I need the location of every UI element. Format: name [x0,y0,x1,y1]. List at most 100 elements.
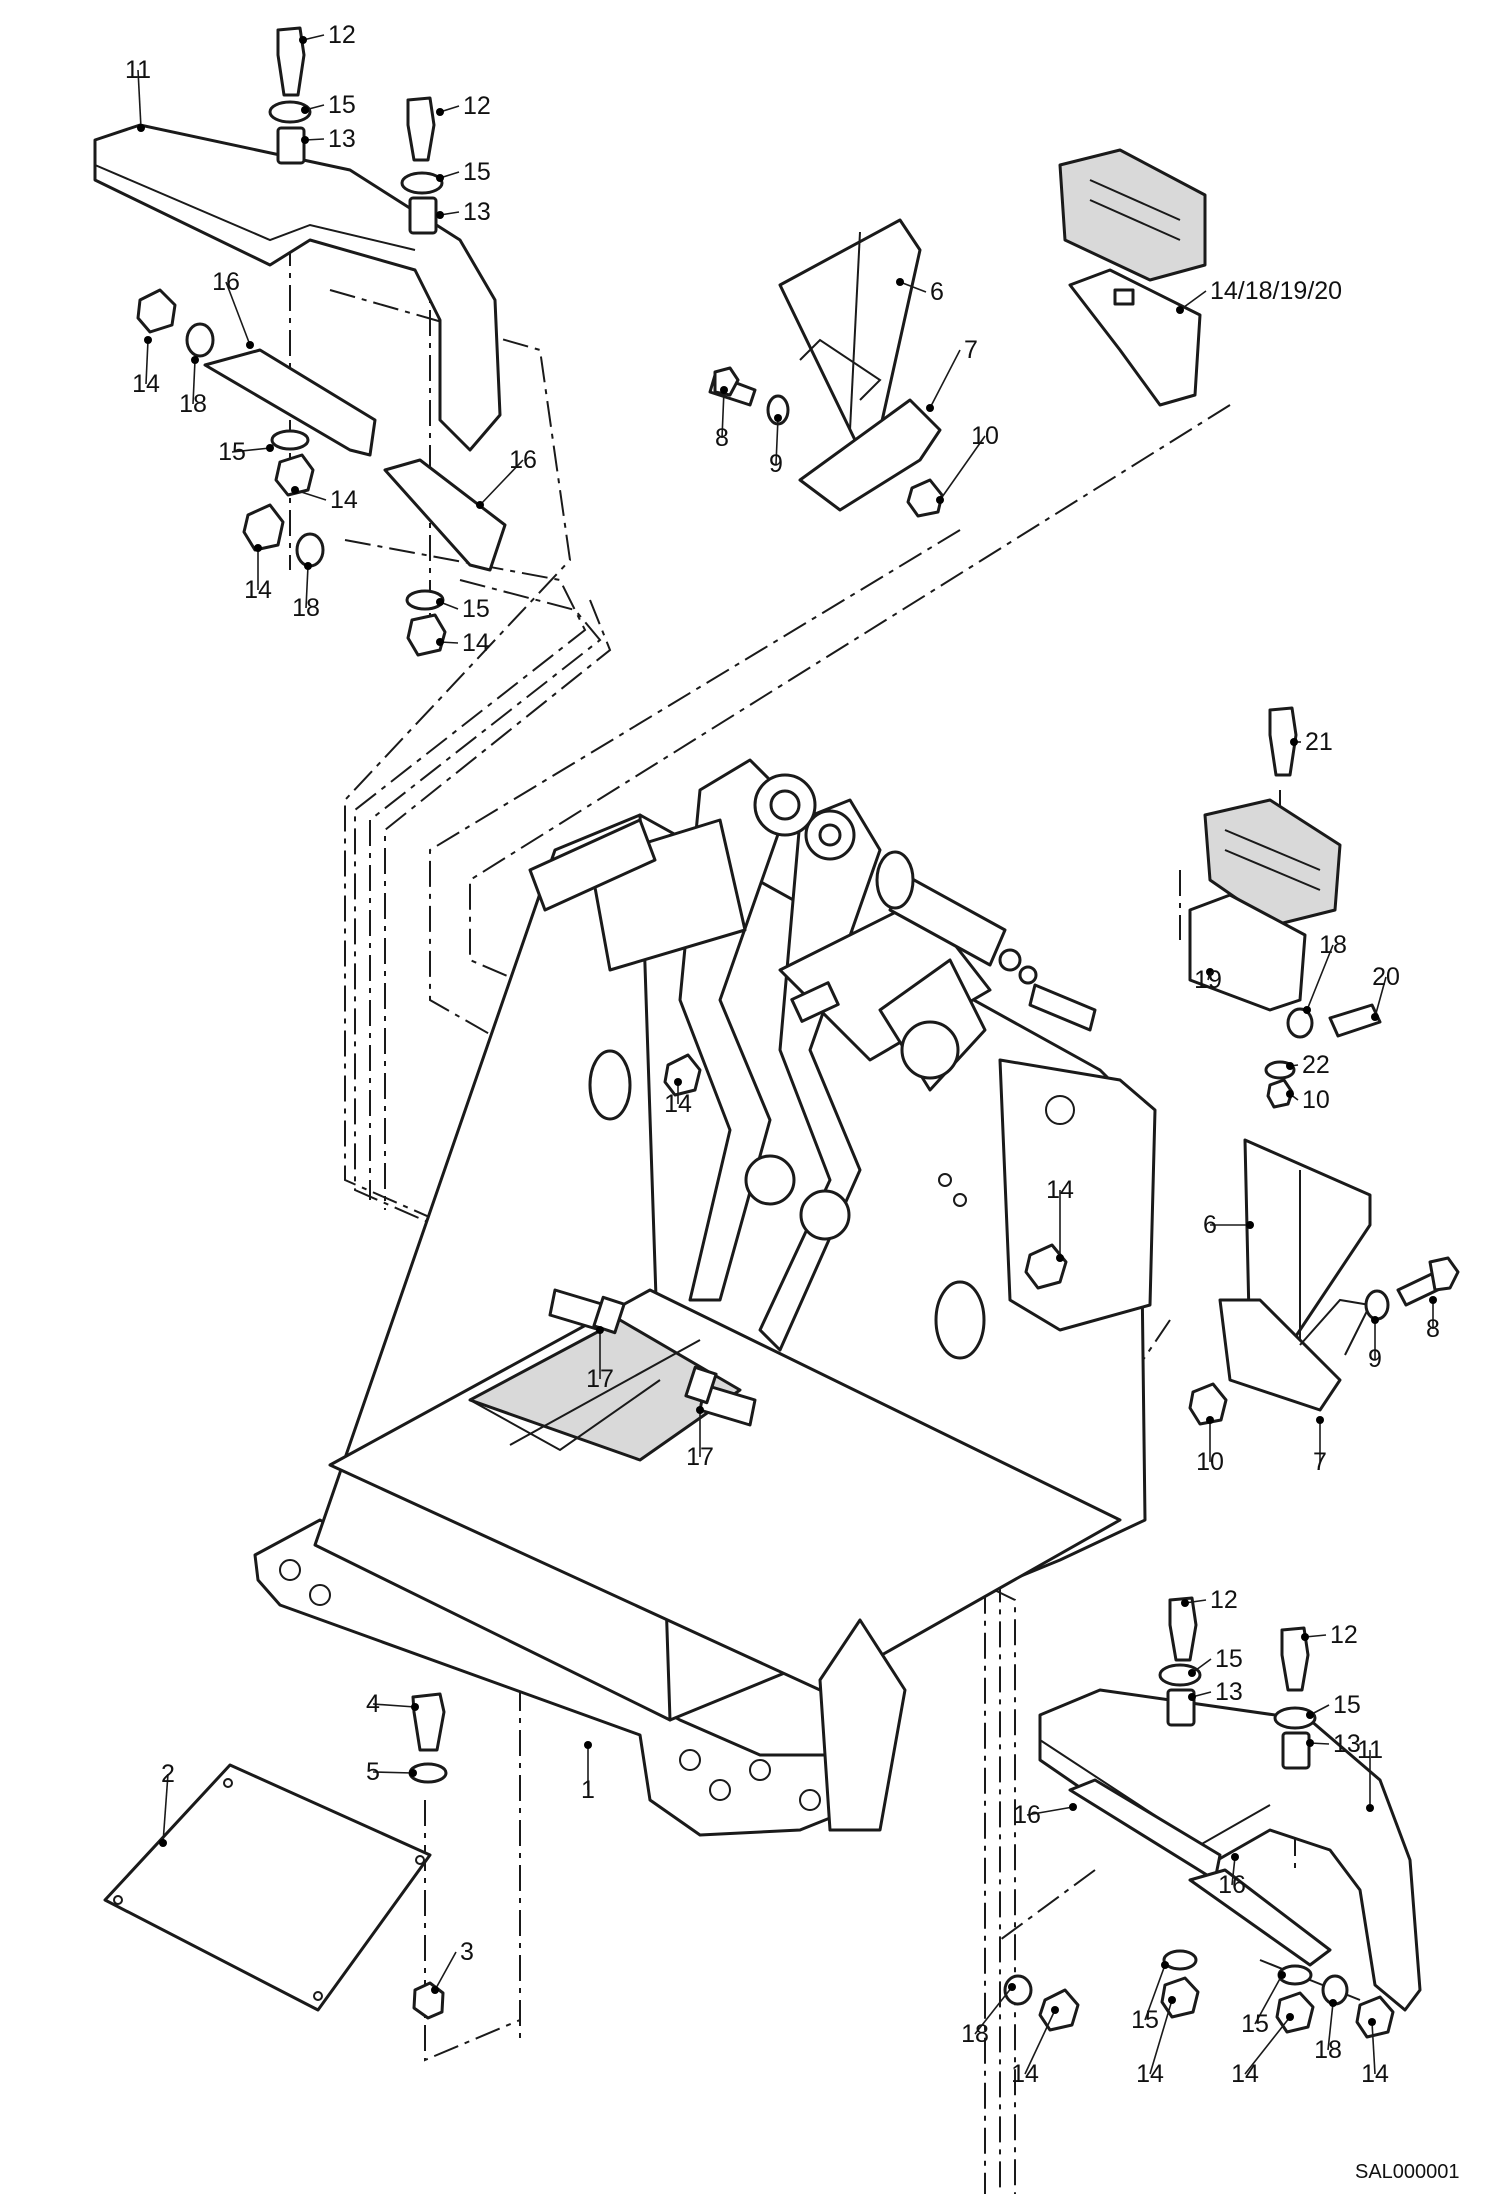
callout-dot [1368,2018,1376,2026]
callout-15: 15 [1306,1691,1361,1719]
frame-right-side-plate [998,1058,1157,1332]
callout-label: 9 [1368,1345,1382,1373]
callout-label: 17 [686,1443,714,1471]
work-light-upper [1058,148,1207,282]
callout-20: 20 [1371,963,1400,1021]
callout-14-18-19-20: 14/18/19/20 [1176,277,1342,314]
callout-leader [372,1703,416,1708]
callout-leader [1179,290,1207,311]
callout-label: 15 [218,438,246,466]
callout-leader [294,489,327,501]
callout-dot [1429,1296,1437,1304]
callout-dot [1188,1693,1196,1701]
flap-bracket-7-right [1218,1298,1342,1412]
frame-fasteners [548,1053,1068,1427]
callout-dot [1306,1739,1314,1747]
boom-label-plate [790,981,840,1023]
callout-dot [774,414,782,422]
bolt-8-right-head [1428,1256,1460,1292]
spacer-13-left-b [408,196,438,235]
callout-dot [1051,2006,1059,2014]
washer-15-left-c [268,100,312,124]
nut-14-left-a [136,288,177,334]
callout-leader [137,69,142,129]
callout-dot [436,638,444,646]
callout-dot [144,336,152,344]
callout-dot [926,404,934,412]
callout-label: 16 [212,268,240,296]
callout-dot [720,386,728,394]
callout-15: 15 [436,158,491,186]
callout-label: 14 [1136,2060,1164,2088]
callout-label: 12 [1210,1586,1238,1614]
callout-dot [1316,1416,1324,1424]
boom-lower-link-eye-a [744,1154,796,1206]
callout-label: 15 [463,158,491,186]
callout-label: 9 [769,450,783,478]
callout-label: 6 [930,278,944,306]
boom-lower-link-eye-b [799,1189,851,1241]
bolt-20 [1328,1003,1382,1038]
callout-2: 2 [159,1760,175,1847]
callout-6: 6 [1203,1211,1254,1239]
callout-8: 8 [1426,1296,1440,1343]
callout-15: 15 [436,595,490,623]
callout-label: 3 [460,1938,474,1966]
callout-dot [1168,1996,1176,2004]
callout-dot [254,544,262,552]
callout-dot [1286,2013,1294,2021]
callout-label: 16 [509,446,537,474]
nut-14-right-b [1160,1976,1200,2019]
light-bracket-upper [1068,268,1202,407]
callout-label: 2 [161,1760,175,1788]
callout-10: 10 [1196,1416,1224,1476]
callout-label: 15 [328,91,356,119]
nut-14-left-c [242,503,285,552]
callout-dot [137,124,145,132]
pivot-pin-bolt [1028,983,1097,1032]
callout-dot [159,1839,167,1847]
callout-12: 12 [1301,1621,1358,1649]
callout-7: 7 [1313,1416,1327,1476]
callout-10: 10 [936,422,999,504]
callout-dot [1056,1254,1064,1262]
callout-dot [1069,1803,1077,1811]
callout-label: 11 [125,56,151,84]
callout-dot [191,356,199,364]
bolt-21 [1268,706,1298,777]
fender-bracket-16-upper [203,348,377,457]
fender-bracket-16-right-upper [1068,1778,1222,1882]
callout-dot [436,108,444,116]
callout-dot [291,486,299,494]
callout-15: 15 [1131,1961,1169,2034]
callout-label: 12 [463,92,491,120]
bolt-12-right-b [1280,1626,1310,1692]
callout-label: 13 [328,125,356,153]
callout-dot [301,106,309,114]
mud-flap-assembly-upper [708,218,944,518]
callout-16: 16 [212,268,254,349]
callout-leader [162,1773,169,1844]
boom-frame [253,813,1157,1837]
callout-18: 18 [1314,1999,1342,2064]
callout-leader [1371,2021,1376,2075]
callout-label: 18 [1319,931,1347,959]
callout-dot [436,211,444,219]
callout-label: 14 [1361,2060,1389,2088]
callout-label: 16 [1218,1871,1246,1899]
callout-label: 10 [1196,1448,1224,1476]
callout-leader [1306,944,1334,1011]
callout-7: 7 [926,336,978,412]
washer-18-left-a [185,322,215,358]
callout-12: 12 [299,21,356,49]
nut-3 [412,1981,445,2020]
callout-label: 18 [1314,2036,1342,2064]
cover-plate-assembly [103,1692,448,2020]
bolt-12-left-b [406,96,436,162]
washer-18-left-b [295,532,325,568]
callout-label: 14 [132,370,160,398]
callout-dot [696,1406,704,1414]
